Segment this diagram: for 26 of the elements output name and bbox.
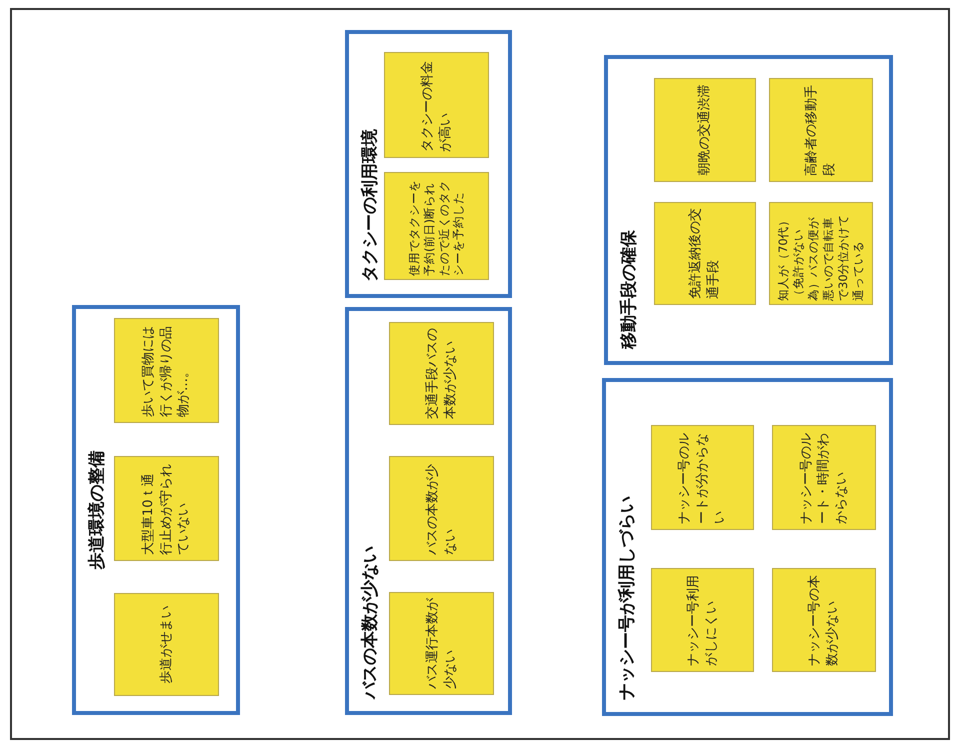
sticky-note: 交通手段バスの本数が少ない	[389, 322, 494, 425]
sticky-note: 免許返納後の交通手段	[654, 202, 756, 305]
group-title: 移動手段の確保	[618, 230, 640, 349]
group-frame	[602, 378, 893, 716]
group-frame	[345, 307, 512, 715]
sticky-note: ナッシー号利用がしにくい	[651, 568, 754, 672]
sticky-note: ナッシー号のルートが分からない	[651, 425, 754, 530]
group-frame	[604, 55, 893, 365]
sticky-note: バス運行本数が少ない	[389, 592, 494, 695]
sticky-note: 高齢者の移動手段	[769, 78, 873, 182]
sticky-note: 朝晩の交通渋滞	[654, 78, 756, 182]
sticky-note: 歩いて買物には行くが帰りの品物が…。	[114, 318, 219, 423]
sticky-note: 歩道がせまい	[114, 593, 219, 696]
group-frame	[72, 305, 240, 715]
sticky-note: 知人が（70代）（免許がない為）バスの便が悪いので自転車で30分位かけて通っている	[769, 202, 873, 305]
group-frame	[345, 30, 512, 298]
sticky-note: 大型車10ｔ通行止めが守られていない	[114, 456, 219, 561]
group-title: バスの本数が少ない	[359, 546, 381, 699]
group-title: タクシーの利用環境	[359, 129, 381, 282]
sticky-note: タクシーの料金が高い	[384, 52, 489, 158]
sticky-note: ナッシー号の本数が少ない	[772, 568, 876, 672]
sticky-note: ナッシー号のルート・時間がわからない	[772, 425, 876, 530]
group-title: 歩道環境の整備	[86, 450, 108, 572]
sticky-note: 使用でタクシーを予約(前日)断られたので近くのタクシーを予約した	[384, 172, 489, 280]
group-title: ナッシー号が利用しづらい	[616, 496, 638, 700]
sticky-note: バスの本数が少ない	[389, 456, 494, 561]
